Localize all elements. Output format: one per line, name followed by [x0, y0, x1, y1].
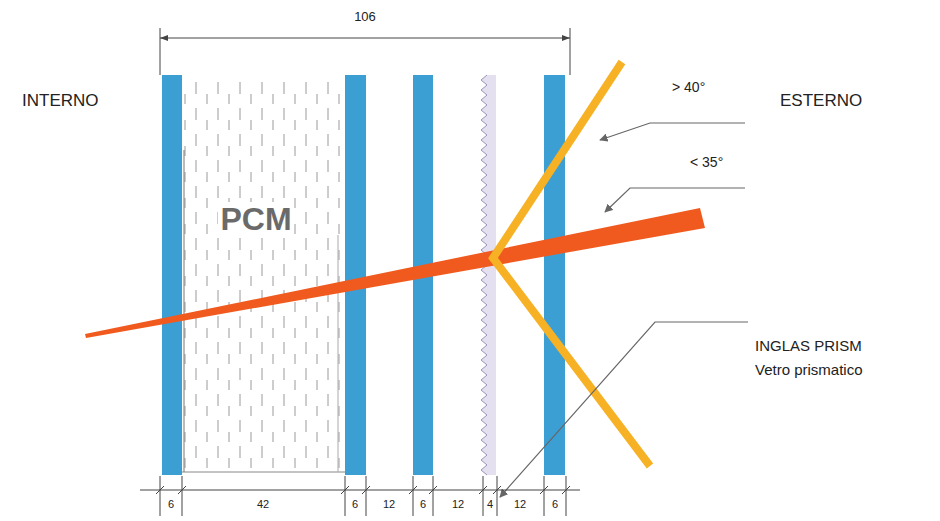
dimension-value: 42	[255, 498, 271, 510]
dimension-value: 12	[450, 498, 466, 510]
part-description: Vetro prismatico	[755, 362, 863, 379]
angle-label: < 35°	[690, 155, 723, 170]
side-label: INTERNO	[22, 92, 99, 111]
dimension-value: 6	[418, 498, 428, 510]
dimension-line	[140, 490, 580, 491]
dimension-value: 6	[166, 498, 176, 510]
prism-teeth	[481, 75, 487, 475]
layer-label: PCM	[218, 202, 293, 237]
angle-label: > 40°	[672, 80, 705, 95]
sun-ray-low	[85, 208, 705, 338]
leader-line	[600, 123, 745, 140]
pcm-layer	[184, 80, 340, 472]
side-label: ESTERNO	[780, 92, 862, 111]
glass-pane	[544, 75, 565, 475]
dimension-value: 6	[350, 498, 360, 510]
leader-line	[605, 188, 745, 212]
part-name: INGLAS PRISM	[755, 338, 862, 355]
dimension-value: 106	[354, 10, 376, 24]
dimension-ticks	[156, 476, 570, 516]
dimension-value: 12	[512, 498, 528, 510]
leader-line	[500, 322, 748, 497]
prismatic-glass	[487, 75, 496, 475]
dimension-value: 12	[381, 498, 397, 510]
dimension-value: 6	[550, 498, 560, 510]
sun-ray-high	[493, 62, 650, 466]
glass-pane	[162, 75, 182, 475]
dimension-value: 4	[485, 498, 495, 510]
glass-pane	[345, 75, 366, 475]
dimension-line	[160, 38, 570, 39]
